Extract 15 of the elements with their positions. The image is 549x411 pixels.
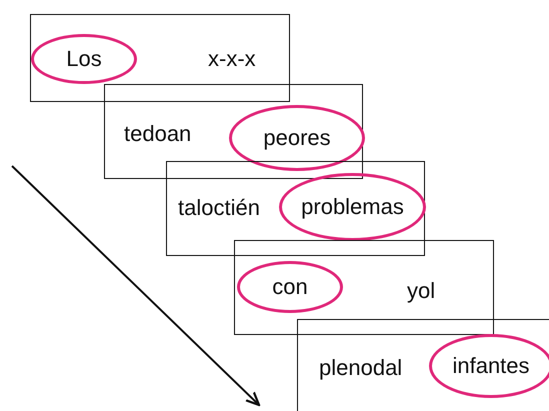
word-box: [30, 14, 290, 102]
word: yol: [407, 280, 436, 302]
word: taloctién: [178, 197, 260, 219]
word-box: [234, 240, 494, 335]
highlight-ellipse: peores: [229, 105, 365, 171]
highlight-ellipse: infantes: [429, 334, 549, 398]
word: plenodal: [319, 357, 402, 379]
highlight-ellipse: con: [237, 261, 343, 313]
highlight-ellipse: problemas: [279, 173, 426, 241]
word: tedoan: [124, 123, 192, 145]
word: x-x-x: [208, 48, 256, 70]
word-box: [166, 161, 425, 256]
highlight-ellipse: Los: [31, 34, 137, 84]
word-box: [297, 319, 549, 411]
word-box: [104, 84, 363, 179]
